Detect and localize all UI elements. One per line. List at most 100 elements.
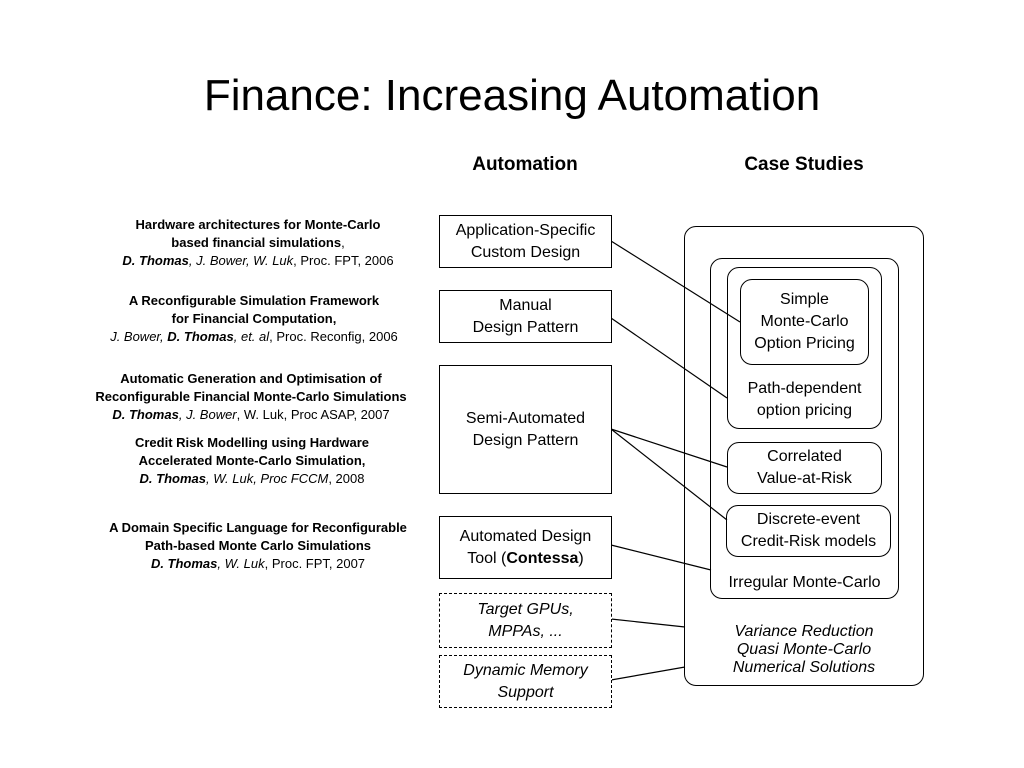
reference-author-part: D. Thomas (167, 329, 234, 344)
reference-reconfig-2006: A Reconfigurable Simulation Framework for… (70, 292, 438, 346)
automation-design-tool-line1: Automated Design (459, 527, 592, 545)
reference-fpt-2006: Hardware architectures for Monte-Carlo ba… (80, 216, 436, 270)
reference-title-text: for Financial Computation, (171, 311, 337, 326)
case-path-dependent-line2: option pricing (756, 402, 853, 419)
reference-title-text: Reconfigurable Financial Monte-Carlo Sim… (95, 389, 407, 404)
reference-authors: D. Thomas, W. Luk, Proc FCCM, 2008 (70, 470, 434, 488)
reference-author-part: D. Thomas (139, 471, 206, 486)
case-outer-container (684, 226, 924, 686)
automation-manual-pattern: Manual Design Pattern (439, 290, 612, 343)
automation-dynamic-memory: Dynamic Memory Support (439, 655, 612, 708)
reference-title-text: Path-based Monte Carlo Simulations (144, 538, 372, 553)
reference-title-line: Accelerated Monte-Carlo Simulation, (70, 452, 434, 470)
automation-semi-automated: Semi-Automated Design Pattern (439, 365, 612, 494)
automation-header: Automation (472, 154, 578, 175)
reference-title-text: Hardware architectures for Monte-Carlo (135, 217, 381, 232)
case-path-dependent-label: Path-dependent option pricing (727, 378, 882, 422)
reference-author-part: , Proc. Reconfig, 2006 (269, 329, 398, 344)
automation-manual-pattern-line1: Manual (499, 296, 552, 314)
reference-authors: J. Bower, D. Thomas, et. al, Proc. Recon… (70, 328, 438, 346)
variance-reduction-label: Variance Reduction (734, 623, 874, 640)
numerical-solutions-label: Numerical Solutions (732, 659, 876, 676)
reference-author-part: , et. al (233, 329, 270, 344)
case-discrete-event-line1: Discrete-event (756, 511, 861, 528)
case-path-dependent-container (727, 267, 882, 429)
automation-custom-design-line1: Application-Specific (455, 221, 596, 239)
connector-gpus-to-outer (610, 618, 686, 628)
case-studies-header: Case Studies (744, 154, 864, 175)
reference-title-line: A Reconfigurable Simulation Framework (70, 292, 438, 310)
case-correlated-var-line1: Correlated (767, 448, 842, 465)
reference-authors: D. Thomas, J. Bower, W. Luk, Proc. FPT, … (80, 252, 436, 270)
automation-design-tool: Automated Design Tool (Contessa) (439, 516, 612, 579)
connector-custom-to-simple (610, 240, 741, 323)
reference-title-text: Credit Risk Modelling using Hardware (134, 435, 370, 450)
connector-semi-to-var (610, 428, 728, 468)
case-simple-mc-line1: Simple (780, 291, 829, 308)
reference-title-line: Path-based Monte Carlo Simulations (76, 537, 440, 555)
connector-manual-to-path (610, 317, 728, 399)
connector-semi-to-credit (610, 428, 728, 521)
reference-title-text: based financial simulations (171, 235, 342, 250)
tool-suffix: ) (578, 549, 584, 567)
case-irregular-mc-label: Irregular Monte-Carlo (728, 574, 881, 591)
reference-title-text: Accelerated Monte-Carlo Simulation, (138, 453, 366, 468)
reference-title-line: A Domain Specific Language for Reconfigu… (76, 519, 440, 537)
case-discrete-event: Discrete-event Credit-Risk models (726, 505, 891, 557)
automation-target-gpus-line2: MPPAs, ... (488, 622, 563, 640)
reference-title-suffix: , (341, 235, 345, 250)
case-outer-labels: Variance Reduction Quasi Monte-Carlo Num… (684, 623, 924, 677)
reference-author-part: J. Bower, (110, 329, 168, 344)
tool-prefix: Tool ( (467, 549, 507, 567)
reference-author-part: , Proc. FPT, 2006 (293, 253, 394, 268)
reference-author-part: , W. Luk (217, 556, 265, 571)
reference-author-part: D. Thomas (112, 407, 179, 422)
reference-title-line: for Financial Computation, (70, 310, 438, 328)
case-correlated-var-line2: Value-at-Risk (757, 470, 852, 487)
automation-dynamic-memory-line1: Dynamic Memory (463, 661, 588, 679)
reference-title-text: Automatic Generation and Optimisation of (120, 371, 382, 386)
reference-author-part: , J. Bower (178, 407, 237, 422)
contessa-label: Contessa (506, 549, 579, 567)
reference-title-line: Hardware architectures for Monte-Carlo (80, 216, 436, 234)
case-simple-mc-line2: Monte-Carlo (760, 313, 849, 330)
reference-asap-2007: Automatic Generation and Optimisation of… (66, 370, 436, 424)
reference-author-part: , W. Luk, Proc ASAP, 2007 (236, 407, 390, 422)
automation-target-gpus: Target GPUs, MPPAs, ... (439, 593, 612, 648)
reference-title-text: A Reconfigurable Simulation Framework (128, 293, 380, 308)
automation-semi-automated-line2: Design Pattern (472, 431, 579, 449)
case-discrete-event-line2: Credit-Risk models (740, 533, 877, 550)
automation-design-tool-line2: Tool (Contessa) (467, 548, 583, 570)
automation-manual-pattern-line2: Design Pattern (472, 318, 579, 336)
automation-semi-automated-line1: Semi-Automated (465, 409, 586, 427)
case-simple-mc-line3: Option Pricing (754, 335, 855, 352)
reference-title-text: A Domain Specific Language for Reconfigu… (109, 520, 407, 535)
reference-authors: D. Thomas, J. Bower, W. Luk, Proc ASAP, … (66, 406, 436, 424)
reference-author-part: D. Thomas (150, 556, 218, 571)
case-path-dependent-line1: Path-dependent (747, 380, 862, 397)
reference-author-part: , W. Luk, Proc FCCM (206, 471, 329, 486)
reference-author-part: D. Thomas (122, 253, 189, 268)
reference-fpt-2007: A Domain Specific Language for Reconfigu… (76, 519, 440, 573)
automation-custom-design: Application-Specific Custom Design (439, 215, 612, 268)
automation-target-gpus-line1: Target GPUs, (477, 600, 574, 618)
reference-author-part: , 2008 (328, 471, 365, 486)
automation-dynamic-memory-line2: Support (497, 683, 554, 701)
reference-authors: D. Thomas, W. Luk, Proc. FPT, 2007 (76, 555, 440, 573)
quasi-monte-carlo-label: Quasi Monte-Carlo (736, 641, 872, 658)
reference-title-line: Automatic Generation and Optimisation of (66, 370, 436, 388)
case-irregular-mc-container (710, 258, 899, 599)
reference-author-part: , Proc. FPT, 2007 (264, 556, 366, 571)
case-simple-mc: Simple Monte-Carlo Option Pricing (740, 279, 869, 365)
automation-custom-design-line2: Custom Design (470, 243, 581, 261)
reference-author-part: , J. Bower, W. Luk (188, 253, 294, 268)
reference-title-line: based financial simulations, (80, 234, 436, 252)
case-correlated-var: Correlated Value-at-Risk (727, 442, 882, 494)
reference-title-line: Credit Risk Modelling using Hardware (70, 434, 434, 452)
connector-tool-to-irregular (610, 544, 712, 571)
reference-title-line: Reconfigurable Financial Monte-Carlo Sim… (66, 388, 436, 406)
connector-memory-to-outer (610, 666, 686, 681)
slide-title: Finance: Increasing Automation (203, 71, 821, 120)
